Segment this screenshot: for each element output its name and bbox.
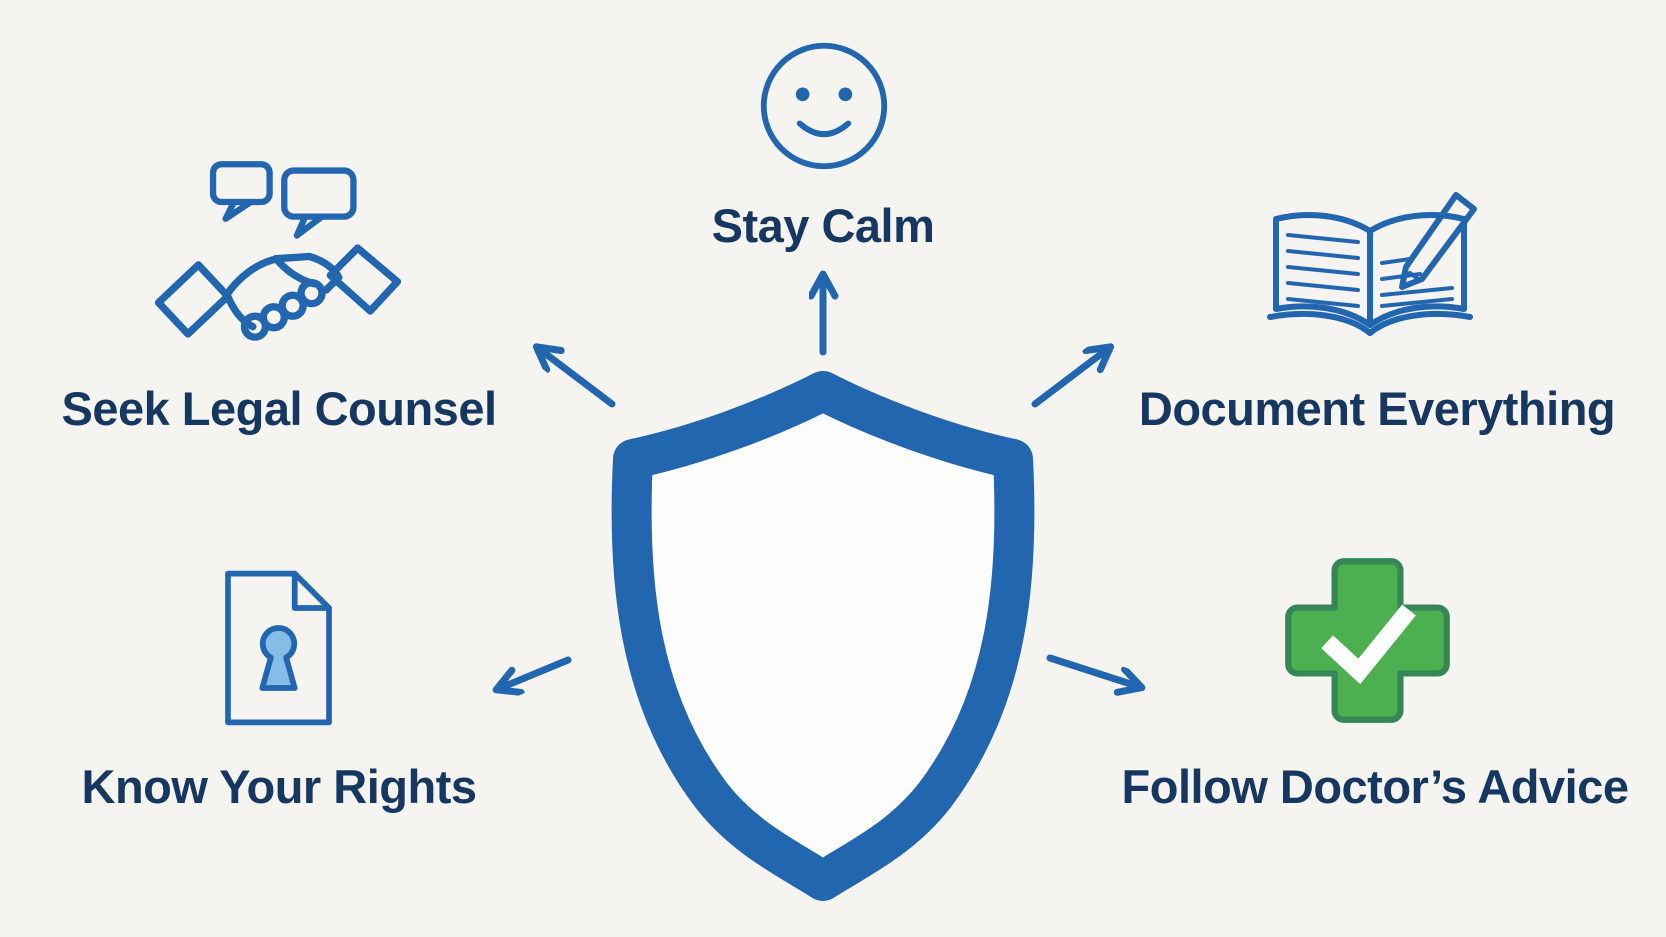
speech-bubble-left-tail (222, 198, 254, 222)
handshake-hands-bottom (224, 292, 257, 331)
smiley-left-eye (795, 87, 810, 102)
arrow-up-right (1031, 348, 1109, 408)
handshake-knuckle-1 (297, 278, 326, 308)
handshake-knuckle-2 (278, 291, 307, 320)
notebook-pencil-icon (1260, 185, 1480, 355)
shield-svg (611, 371, 1035, 901)
pencil-body (1399, 192, 1477, 290)
book-left-page-lines (1286, 233, 1360, 308)
document-keyhole-icon (207, 565, 350, 731)
keyhole-shape (259, 625, 298, 691)
handshake-left-sleeve (154, 261, 232, 338)
handshake-hands-top (221, 252, 343, 300)
handshake-icon (152, 158, 404, 378)
speech-bubble-right (281, 167, 357, 220)
book-lower-cover (1267, 310, 1473, 336)
smiley-head (760, 42, 888, 170)
label-follow-doctors-advice: Follow Doctor’s Advice (1121, 760, 1629, 813)
label-seek-legal-counsel: Seek Legal Counsel (61, 382, 497, 435)
smiley-smile (796, 120, 852, 138)
handshake-right-sleeve (326, 244, 402, 315)
document-outline (225, 570, 332, 726)
smiley-face-icon (756, 38, 892, 174)
speech-bubble-right-tail (293, 213, 326, 239)
handshake-knuckle-4 (240, 312, 270, 341)
label-know-your-rights: Know Your Rights (81, 760, 477, 813)
shield-icon (593, 367, 1053, 907)
label-document-everything: Document Everything (1138, 382, 1616, 435)
shield-shape (611, 371, 1035, 901)
smiley-right-eye (838, 87, 853, 102)
speech-bubble-left (209, 161, 273, 206)
document-folded-corner (291, 570, 332, 611)
medical-cross-check-icon (1280, 553, 1455, 728)
label-stay-calm: Stay Calm (711, 199, 935, 252)
arrow-right (1046, 654, 1140, 687)
checkmark (1321, 604, 1416, 685)
medical-cross (1285, 558, 1450, 723)
arrow-left (498, 656, 572, 689)
arrow-up-left (538, 348, 616, 408)
pencil-tip (1408, 271, 1420, 281)
